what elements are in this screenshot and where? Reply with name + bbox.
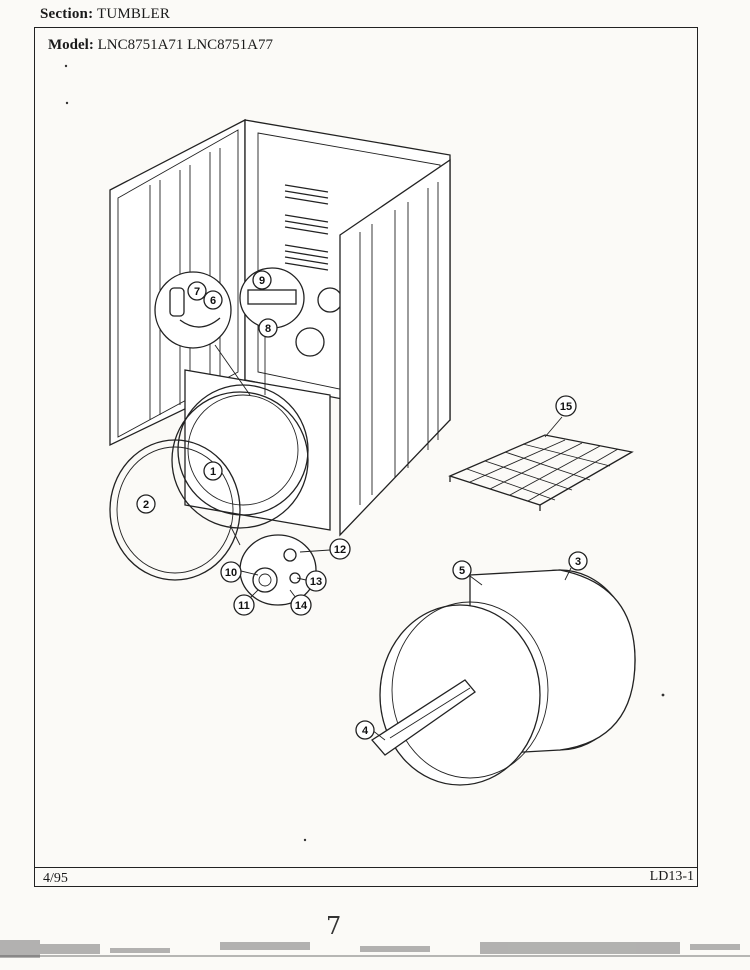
svg-text:7: 7 (194, 286, 200, 298)
thermostat-detail-bubble (239, 267, 305, 329)
svg-text:4: 4 (362, 725, 369, 737)
section-heading: Section: TUMBLER (40, 6, 170, 23)
svg-text:11: 11 (238, 600, 250, 612)
tumbler-drum (379, 569, 636, 786)
drive-pulley-assembly (239, 534, 317, 606)
callout-14: 14 (289, 589, 312, 616)
footer-rule (34, 867, 698, 868)
handwritten-page-number: 7 (326, 912, 342, 940)
callout-6: 6 (203, 290, 223, 310)
svg-text:1: 1 (210, 466, 216, 478)
svg-text:14: 14 (295, 600, 308, 612)
callout-4: 4 (355, 720, 386, 741)
drawing-frame (34, 27, 698, 887)
svg-text:3: 3 (575, 556, 581, 568)
callout-3: 3 (564, 551, 588, 581)
scan-noise (0, 940, 750, 958)
svg-text:8: 8 (265, 323, 271, 335)
model-heading: Model: LNC8751A71 LNC8751A77 (48, 37, 273, 54)
callout-9: 9 (252, 270, 272, 290)
svg-text:15: 15 (560, 401, 572, 413)
svg-text:13: 13 (310, 576, 322, 588)
callout-5: 5 (452, 560, 483, 586)
callout-8: 8 (258, 318, 278, 338)
svg-text:10: 10 (225, 567, 237, 579)
model-label: Model: (48, 37, 94, 53)
callout-7: 7 (187, 281, 207, 301)
revision-date: 4/95 (43, 871, 68, 886)
svg-text:9: 9 (259, 275, 265, 287)
svg-text:12: 12 (334, 544, 346, 556)
section-value: TUMBLER (96, 6, 171, 22)
callout-10: 10 (220, 561, 259, 583)
page-id: LD13-1 (649, 869, 694, 884)
section-label: Section: (40, 6, 94, 22)
callout-2: 2 (136, 494, 156, 514)
callout-11: 11 (233, 589, 259, 616)
callout-1: 1 (203, 461, 223, 481)
model-values: LNC8751A71 LNC8751A77 (97, 37, 273, 53)
callout-12: 12 (299, 538, 351, 560)
svg-text:6: 6 (210, 295, 216, 307)
callout-15: 15 (544, 395, 577, 438)
callout-13: 13 (296, 570, 327, 592)
drying-rack (448, 434, 634, 511)
drum-bearing-ring (171, 391, 309, 529)
svg-text:5: 5 (459, 565, 465, 577)
dryer-cabinet (109, 118, 451, 537)
svg-text:2: 2 (143, 499, 149, 511)
